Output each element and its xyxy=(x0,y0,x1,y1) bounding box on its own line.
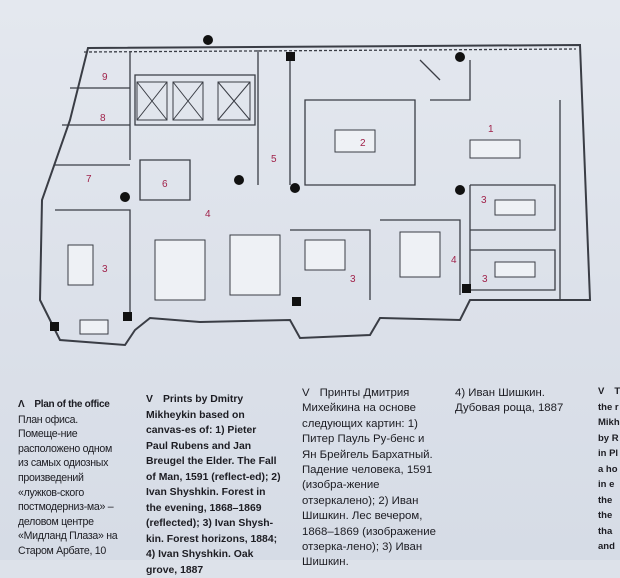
caption-line: and xyxy=(598,541,615,552)
caption-line: T xyxy=(614,386,620,397)
room-label: 8 xyxy=(100,113,106,124)
room-label: 3 xyxy=(481,195,487,206)
caption-line: in Pl xyxy=(598,448,619,459)
room-label: 9 xyxy=(102,72,108,83)
office-floor-plan: 9 8 7 6 5 4 3 2 1 3 3 4 3 3 xyxy=(38,35,592,347)
room-label: 4 xyxy=(451,255,457,266)
caption-marker: Λ xyxy=(18,399,25,410)
room-label: 5 xyxy=(271,154,277,165)
caption-text: Prints by Dmitry Mikheykin based on canv… xyxy=(146,394,281,576)
room-label: 7 xyxy=(86,174,92,185)
caption-marker: V xyxy=(146,394,153,405)
room-label: 2 xyxy=(360,138,366,149)
caption-line: tha xyxy=(598,525,613,537)
room-label: 3 xyxy=(102,264,108,275)
room-label: 1 xyxy=(488,124,494,135)
caption-marker: V xyxy=(302,387,310,399)
caption-text: План офиса. Помеще-ние расположено одном… xyxy=(18,413,118,557)
caption-title: Plan of the office xyxy=(34,399,110,410)
caption-line: in e xyxy=(598,479,615,490)
room-label: 6 xyxy=(162,179,168,190)
caption-line: by R xyxy=(598,432,619,444)
caption-line: the xyxy=(598,494,613,506)
caption-marker: V xyxy=(598,386,605,397)
caption-line: Mikh xyxy=(598,417,620,428)
caption-prints-ru-continued: 4) Иван Шишкин. Дубовая роща, 1887 xyxy=(455,387,564,415)
caption-plan: Λ Plan of the office План офиса. Помеще-н… xyxy=(18,398,118,559)
caption-line: the xyxy=(598,510,613,521)
room-label: 3 xyxy=(350,274,356,285)
caption-text: Принты Дмитрия Михейкина на основе следу… xyxy=(302,387,436,569)
caption-line: the r xyxy=(598,401,619,413)
room-label: 3 xyxy=(482,274,488,285)
caption-line: a ho xyxy=(598,463,618,475)
room-label: 4 xyxy=(205,209,211,220)
